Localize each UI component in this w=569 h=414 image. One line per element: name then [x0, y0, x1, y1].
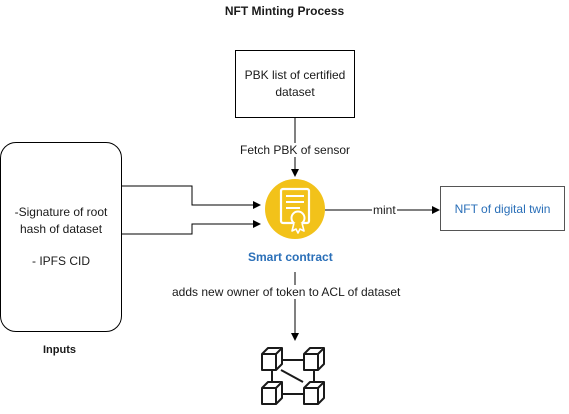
diagram-title: NFT Minting Process	[224, 4, 345, 18]
nft-box-label: NFT of digital twin	[454, 201, 551, 216]
pbk-box-line1: PBK list of certified	[244, 67, 346, 82]
pbk-box-line2: dataset	[275, 85, 315, 99]
inputs-line-hash: hash of dataset	[19, 222, 103, 237]
edge-input-upper	[122, 185, 261, 209]
inputs-line-cid: - IPFS CID	[31, 253, 90, 268]
nft-digital-twin-box: NFT of digital twin	[440, 186, 565, 231]
smart-contract-label: Smart contract	[248, 250, 333, 264]
edge-mint-label: mint	[372, 203, 397, 217]
edge-fetch-label: Fetch PBK of sensor	[240, 143, 351, 157]
edge-input-lower	[122, 220, 261, 235]
edge-adds-label: adds new owner of token to ACL of datase…	[172, 285, 401, 299]
inputs-caption: Inputs	[43, 344, 76, 356]
pbk-list-box: PBK list of certified dataset	[235, 50, 355, 118]
blockchain-icon	[261, 347, 325, 405]
inputs-line-signature: -Signature of root	[14, 204, 108, 219]
inputs-box: -Signature of root hash of dataset - IPF…	[0, 142, 122, 332]
certificate-icon	[265, 179, 325, 239]
